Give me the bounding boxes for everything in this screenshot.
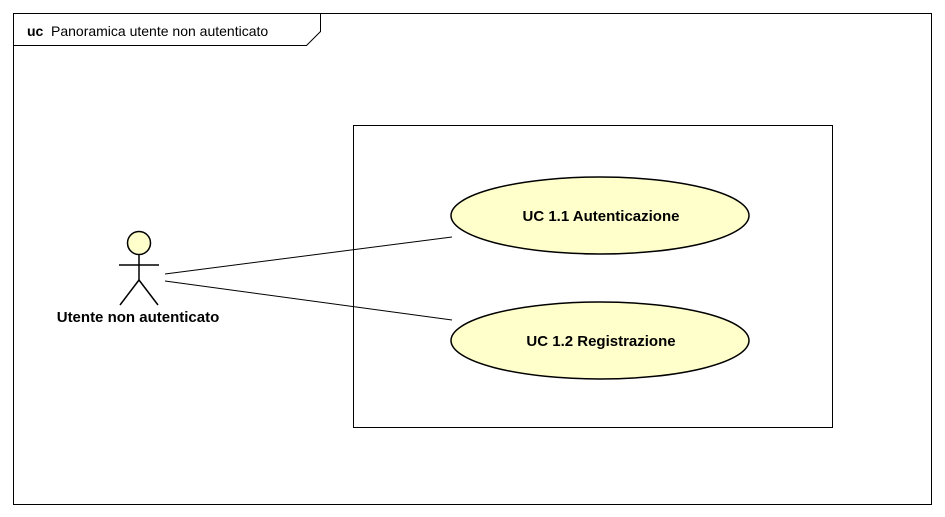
- frame-name-tab: [13, 13, 321, 46]
- actor-head: [126, 230, 152, 256]
- use-case-registrazione[interactable]: UC 1.2 Registrazione: [450, 301, 750, 380]
- actor-label: Utente non autenticato: [57, 309, 220, 326]
- association-line-autenticazione: [164, 236, 453, 275]
- frame-keyword: uc: [27, 23, 44, 39]
- use-case-label: UC 1.2 Registrazione: [526, 333, 675, 350]
- diagram-frame: [13, 13, 932, 505]
- use-case-label: UC 1.1 Autenticazione: [523, 208, 680, 225]
- use-case-autenticazione[interactable]: UC 1.1 Autenticazione: [450, 176, 750, 255]
- actor[interactable]: Utente non autenticato: [57, 230, 220, 327]
- use-case-ellipse: [450, 301, 750, 380]
- use-case-ellipse: [450, 176, 750, 255]
- actor-right-leg: [138, 279, 159, 306]
- association-line-registrazione: [164, 280, 453, 321]
- frame-title: Panoramica utente non autenticato: [51, 23, 268, 39]
- actor-left-leg: [119, 279, 140, 306]
- system-boundary: [353, 125, 833, 428]
